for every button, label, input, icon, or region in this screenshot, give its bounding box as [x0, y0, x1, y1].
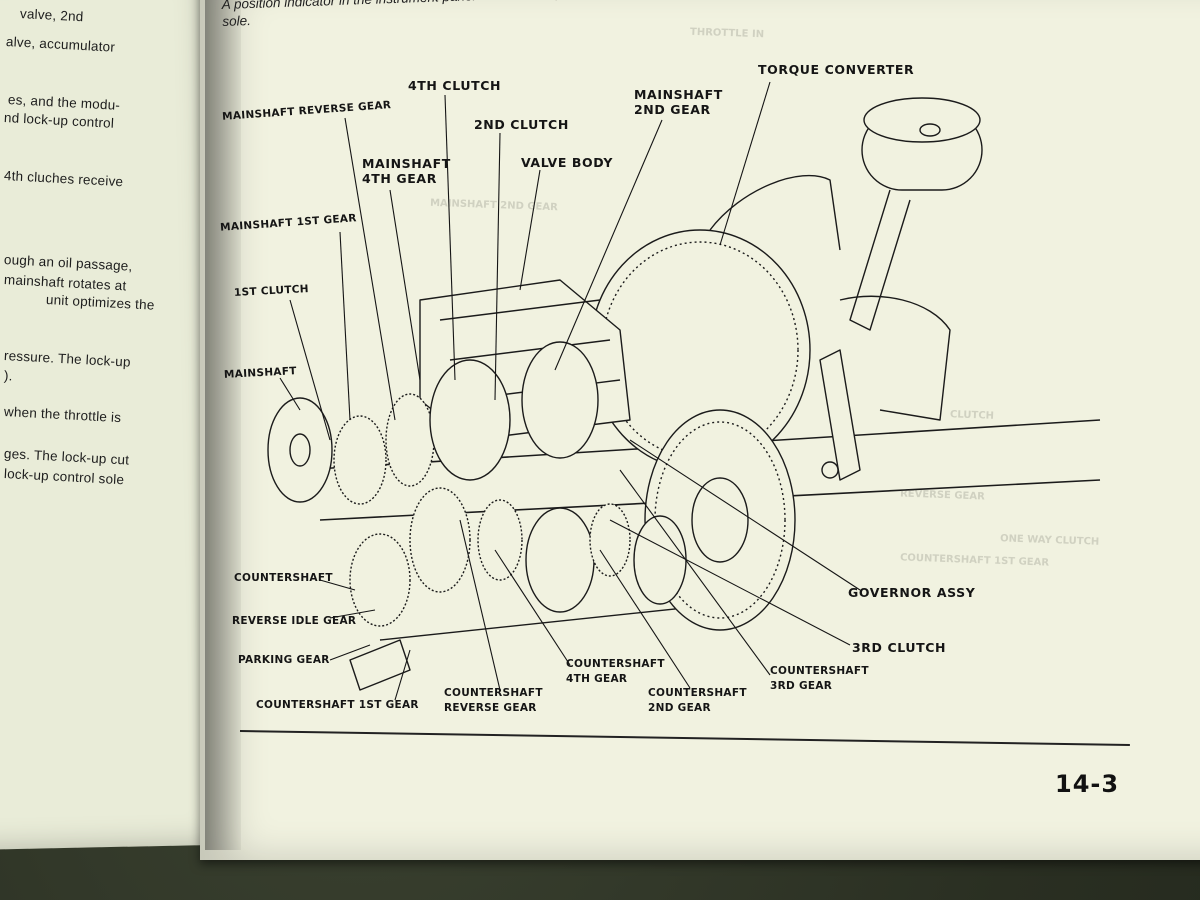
label-4th-clutch: 4TH CLUTCH [408, 78, 502, 93]
label-torque-converter: TORQUE CONVERTER [758, 62, 915, 77]
label-line: COUNTERSHAFT [566, 658, 665, 670]
book-gutter [205, 0, 241, 850]
label-line: MAINSHAFT [634, 87, 723, 102]
label-countershaft-1st-gear: COUNTERSHAFT 1ST GEAR [256, 699, 419, 711]
page-number: 14-3 [1055, 770, 1120, 798]
label-countershaft-3rd-gear: COUNTERSHAFT 3RD GEAR [770, 664, 869, 694]
label-valve-body: VALVE BODY [521, 155, 613, 170]
label-mainshaft-2nd-gear: MAINSHAFT 2ND GEAR [634, 87, 723, 117]
label-countershaft-2nd-gear: COUNTERSHAFT 2ND GEAR [648, 686, 747, 716]
label-3rd-clutch: 3RD CLUTCH [852, 640, 947, 655]
label-line: 2ND GEAR [634, 102, 711, 117]
label-line: COUNTERSHAFT [444, 687, 543, 699]
label-line: 2ND GEAR [648, 702, 711, 714]
label-line: MAINSHAFT [362, 156, 451, 171]
label-countershaft: COUNTERSHAFT [234, 572, 333, 584]
label-line: 4TH GEAR [362, 171, 437, 186]
ghost-text: CLUTCH [949, 409, 995, 422]
label-line: 3RD GEAR [770, 680, 833, 692]
label-reverse-idle-gear: REVERSE IDLE GEAR [232, 615, 357, 627]
label-line: COUNTERSHAFT [770, 665, 869, 677]
label-line: 4TH GEAR [566, 673, 628, 685]
label-countershaft-4th-gear: COUNTERSHAFT 4TH GEAR [566, 657, 665, 687]
label-countershaft-reverse-gear: COUNTERSHAFT REVERSE GEAR [444, 686, 543, 716]
label-line: REVERSE GEAR [444, 702, 537, 714]
label-line: COUNTERSHAFT [648, 687, 747, 699]
label-2nd-clutch: 2ND CLUTCH [474, 117, 569, 132]
label-governor-assy: GOVERNOR ASSY [848, 585, 976, 600]
label-parking-gear: PARKING GEAR [238, 654, 330, 666]
label-mainshaft-4th-gear: MAINSHAFT 4TH GEAR [362, 156, 451, 186]
